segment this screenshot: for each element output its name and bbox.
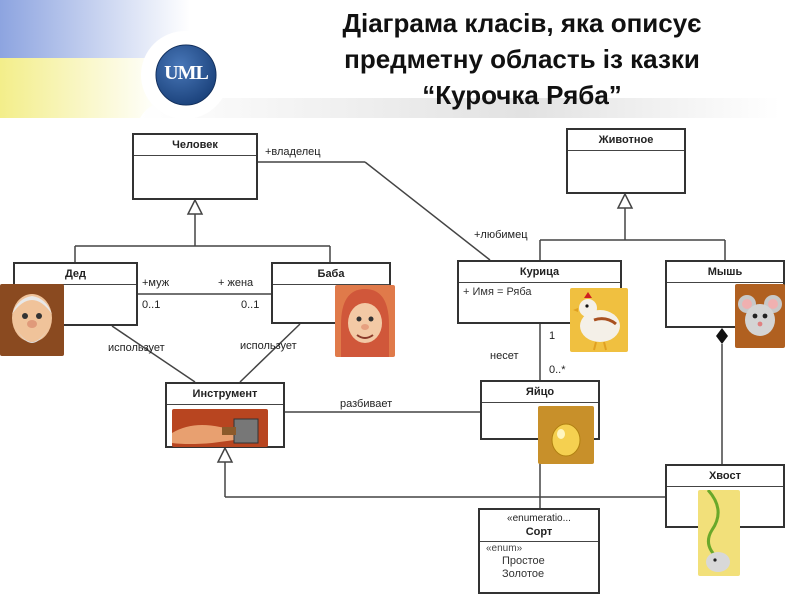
golden-egg-picture (538, 406, 594, 464)
class-egg-name: Яйцо (482, 382, 598, 403)
label-mult-egg: 0..* (549, 364, 566, 376)
grandma-picture (335, 285, 395, 357)
class-human-name: Человек (134, 135, 256, 156)
label-lays: несет (490, 350, 519, 362)
label-uses-grandpa: использует (108, 342, 165, 354)
label-husband: +муж (142, 277, 170, 289)
label-breaks: разбивает (340, 398, 393, 410)
hammer-picture (172, 409, 268, 447)
class-sort-value-golden: Золотое (502, 568, 545, 580)
class-sort[interactable]: «enumeratio... Сорт «enum» Простое Золот… (478, 508, 600, 594)
label-pet: +любимец (474, 229, 528, 241)
class-human[interactable]: Человек (132, 133, 258, 200)
label-mult-wife: 0..1 (241, 299, 260, 311)
title-line-3: “Курочка Ряба” (422, 80, 622, 110)
class-sort-name: Сорт (480, 525, 598, 542)
generalization-arrow-tool (216, 446, 234, 463)
class-animal-name: Животное (568, 130, 684, 151)
class-animal[interactable]: Животное (566, 128, 686, 194)
mouse-tail-picture (698, 490, 740, 576)
composition-diamond (716, 328, 728, 344)
generalization-arrow-animal (616, 192, 634, 209)
class-grandma-name: Баба (273, 264, 389, 285)
class-hen-name: Курица (459, 262, 620, 283)
class-sort-stereotype: «enumeratio... (507, 513, 571, 524)
grandpa-picture (0, 284, 64, 356)
class-hen-attribute: + Имя = Ряба (463, 286, 532, 298)
class-tail-name: Хвост (667, 466, 783, 487)
class-sort-enum-stereotype: «enum» (486, 543, 523, 554)
class-grandpa-name: Дед (15, 264, 136, 285)
label-mult-hen: 1 (549, 330, 556, 342)
hen-picture (570, 288, 628, 352)
label-owner: +владелец (265, 146, 321, 158)
title-line-2: предметну область із казки (344, 44, 700, 74)
class-mouse-name: Мышь (667, 262, 783, 283)
label-uses-grandma: использует (240, 340, 297, 352)
title-line-1: Діаграма класів, яка описує (342, 8, 702, 38)
label-mult-husband: 0..1 (142, 299, 161, 311)
association-uses-grandma (239, 323, 301, 383)
uml-logo-text: UML (164, 62, 209, 84)
label-wife: + жена (218, 277, 254, 289)
class-sort-value-simple: Простое (502, 555, 545, 567)
uml-logo: UML (155, 44, 217, 106)
class-tool-name: Инструмент (167, 384, 283, 405)
association-uses-grandpa (111, 325, 196, 383)
mouse-picture (735, 284, 785, 348)
generalization-arrow-human (186, 198, 204, 215)
